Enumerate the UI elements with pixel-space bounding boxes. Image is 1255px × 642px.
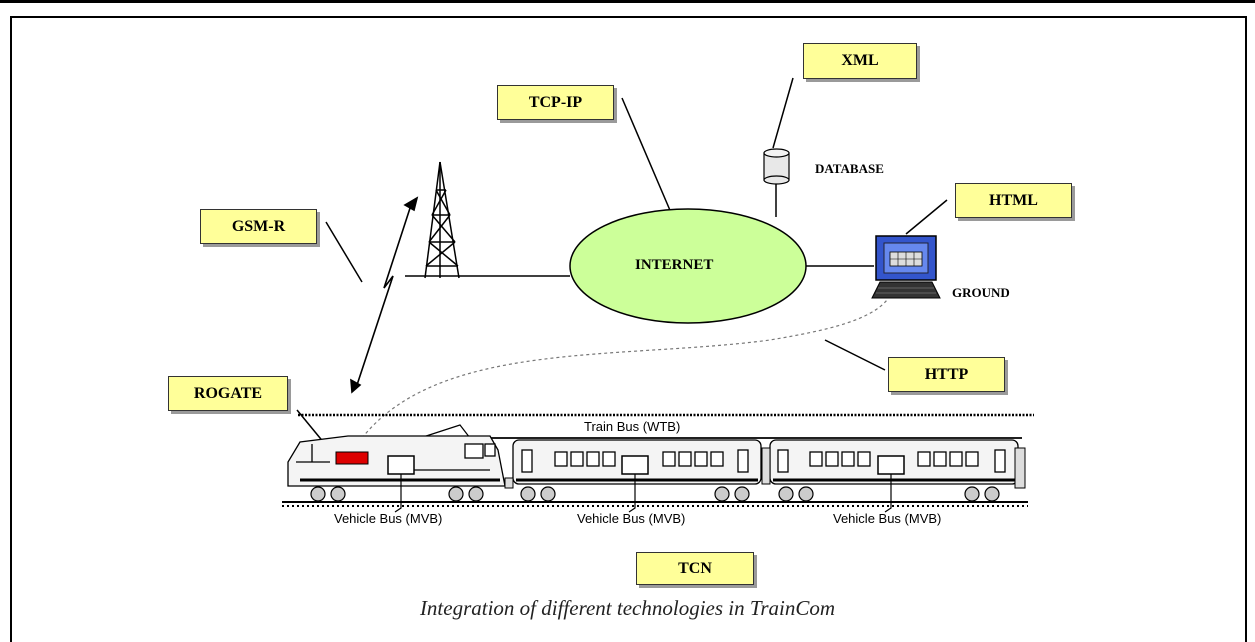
carriage-1 (512, 439, 762, 485)
tcn-label: TCN (636, 552, 754, 585)
rogate-label: ROGATE (168, 376, 288, 411)
couplers (504, 447, 1026, 489)
internet-label: INTERNET (635, 257, 714, 273)
http-dashed-path (361, 299, 888, 439)
gsm-r-connector (325, 221, 363, 283)
top-border (0, 0, 1255, 3)
rail-track (282, 501, 1028, 507)
wheels (310, 486, 1000, 502)
carriage-2 (769, 439, 1019, 485)
ground-label: GROUND (952, 285, 1010, 300)
train-bus-label: Train Bus (WTB) (584, 419, 681, 434)
vehicle-bus-connectors (394, 474, 892, 513)
vehicle-bus-label-2: Vehicle Bus (MVB) (577, 511, 686, 526)
database-icon (763, 148, 790, 185)
tcp-ip-connector (621, 97, 673, 216)
html-connector (905, 199, 948, 235)
computer-terminal-icon (871, 235, 941, 299)
loco-node-box (387, 455, 415, 475)
html-label: HTML (955, 183, 1072, 218)
http-label: HTTP (888, 357, 1005, 392)
pantograph (419, 424, 471, 439)
figure-caption: Integration of different technologies in… (419, 596, 836, 620)
xml-label: XML (803, 43, 917, 79)
frame-border-top (10, 16, 1247, 18)
vehicle-bus-label-1: Vehicle Bus (MVB) (334, 511, 443, 526)
frame-border-left (10, 16, 12, 642)
rogate-device (335, 451, 369, 465)
radio-tower-icon (424, 161, 460, 279)
vehicle-bus-label-3: Vehicle Bus (MVB) (833, 511, 942, 526)
internet-cloud (569, 208, 807, 324)
http-connector (824, 339, 886, 371)
xml-connector (772, 77, 794, 149)
gsm-r-label: GSM-R (200, 209, 317, 244)
radio-link-arrow (350, 196, 419, 394)
tcp-ip-label: TCP-IP (497, 85, 614, 120)
database-label: DATABASE (815, 161, 884, 176)
frame-border-right (1245, 16, 1247, 642)
